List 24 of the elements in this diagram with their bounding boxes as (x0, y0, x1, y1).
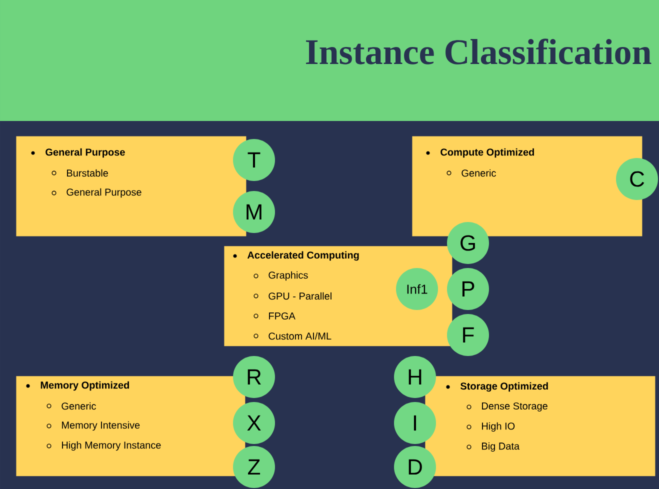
list-item: General Purpose (66, 188, 142, 198)
list-item: GPU - Parallel (268, 292, 332, 300)
list-item: Generic (462, 169, 496, 177)
list-item: Custom AI/ML (268, 332, 332, 340)
list-item: Graphics (268, 271, 308, 281)
title: Instance Classification (306, 38, 652, 64)
list-item: FPGA (269, 312, 296, 320)
category-box (412, 136, 642, 236)
category-box (425, 376, 656, 476)
category-heading: Accelerated Computing (247, 251, 359, 261)
category-box (16, 376, 246, 476)
list-item: High Memory Instance (62, 441, 161, 451)
list-item: Burstable (67, 169, 108, 177)
list-item: Big Data (482, 442, 520, 452)
list-item: Dense Storage (482, 402, 548, 412)
category-heading: Compute Optimized (440, 148, 534, 158)
category-heading: Storage Optimized (460, 382, 548, 392)
category-heading: General Purpose (46, 148, 125, 158)
list-item: High IO (482, 422, 515, 432)
list-item: Memory Intensive (62, 421, 140, 431)
category-box (224, 246, 452, 346)
category-heading: Memory Optimized (40, 381, 129, 391)
list-item: Generic (62, 402, 96, 410)
category-box (16, 136, 246, 236)
